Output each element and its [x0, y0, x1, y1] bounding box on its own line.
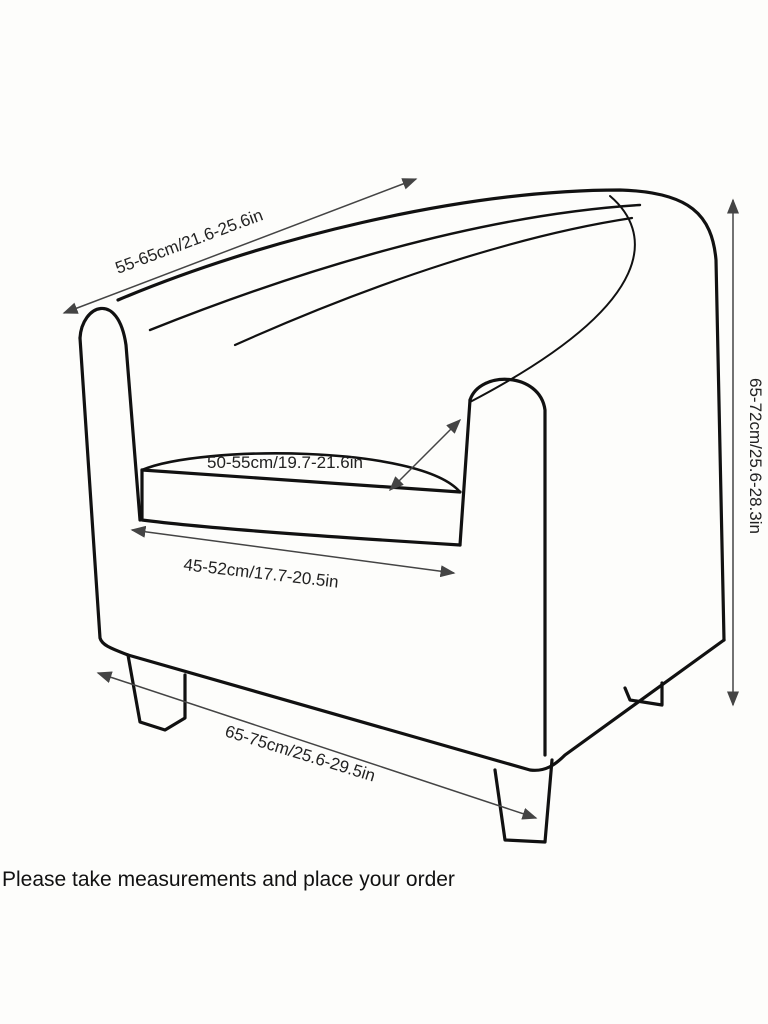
caption: Please take measurements and place your …: [2, 868, 455, 891]
back-width-arrow: [62, 178, 418, 314]
height-label: 65-72cm/25.6-28.3in: [746, 378, 765, 534]
seat-width-arrow: [130, 525, 456, 578]
chair-outline: [78, 188, 726, 844]
total-width-label: 65-75cm/25.6-29.5in: [223, 722, 378, 786]
seat-width-label: 45-52cm/17.7-20.5in: [183, 555, 340, 592]
back-width-label: 55-65cm/21.6-25.6in: [113, 205, 266, 277]
seat-depth-arrow: [388, 418, 462, 492]
seat-depth-label: 50-55cm/19.7-21.6in: [207, 453, 363, 472]
total-width-arrow: [96, 671, 538, 820]
dimension-arrows: [62, 178, 739, 820]
